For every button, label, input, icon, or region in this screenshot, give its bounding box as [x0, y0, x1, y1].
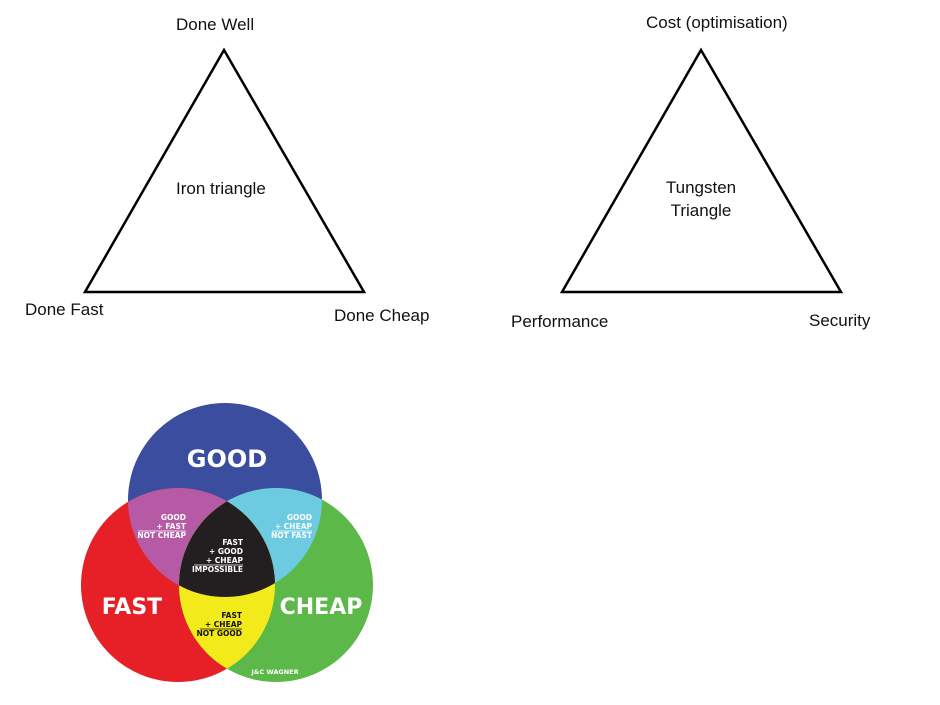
venn-diagram: GOOD FAST CHEAP GOOD + FAST NOT CHEAP GO… — [81, 403, 373, 682]
venn-good-fast-line2: + FAST — [157, 522, 187, 531]
iron-bottom-right-label: Done Cheap — [334, 306, 430, 325]
venn-label-fast: FAST — [102, 595, 162, 620]
venn-center-line3: + CHEAP — [206, 556, 244, 565]
venn-good-fast-line1: GOOD — [161, 513, 186, 522]
tungsten-triangle-shape — [559, 47, 844, 294]
iron-top-label: Done Well — [176, 15, 255, 34]
venn-fast-cheap-line2: + CHEAP — [205, 620, 243, 629]
venn-label-good: GOOD — [187, 445, 267, 473]
venn-fast-cheap-line1: FAST — [221, 611, 242, 620]
venn-fast-cheap-line3: NOT GOOD — [196, 629, 242, 638]
tungsten-bottom-right-label: Security — [809, 311, 871, 330]
venn-good-cheap-line2: + CHEAP — [275, 522, 313, 531]
venn-center-line4: IMPOSSIBLE — [192, 565, 243, 574]
iron-bottom-left-label: Done Fast — [25, 300, 104, 319]
venn-region-center — [179, 488, 275, 597]
venn-label-cheap: CHEAP — [280, 595, 363, 620]
venn-center-line1: FAST — [222, 538, 243, 547]
tungsten-top-label: Cost (optimisation) — [646, 13, 788, 32]
venn-signature: J&C WAGNER — [250, 668, 298, 676]
venn-center-line2: + GOOD — [209, 547, 243, 556]
iron-triangle-shape — [82, 47, 367, 294]
tungsten-center-line2: Triangle — [670, 201, 732, 220]
venn-good-fast-line3: NOT CHEAP — [137, 531, 186, 540]
venn-good-cheap-line1: GOOD — [287, 513, 312, 522]
venn-good-cheap-line3: NOT FAST — [271, 531, 313, 540]
iron-center-label: Iron triangle — [176, 179, 266, 198]
tungsten-bottom-left-label: Performance — [511, 312, 609, 331]
tungsten-center-line1: Tungsten — [665, 178, 737, 197]
